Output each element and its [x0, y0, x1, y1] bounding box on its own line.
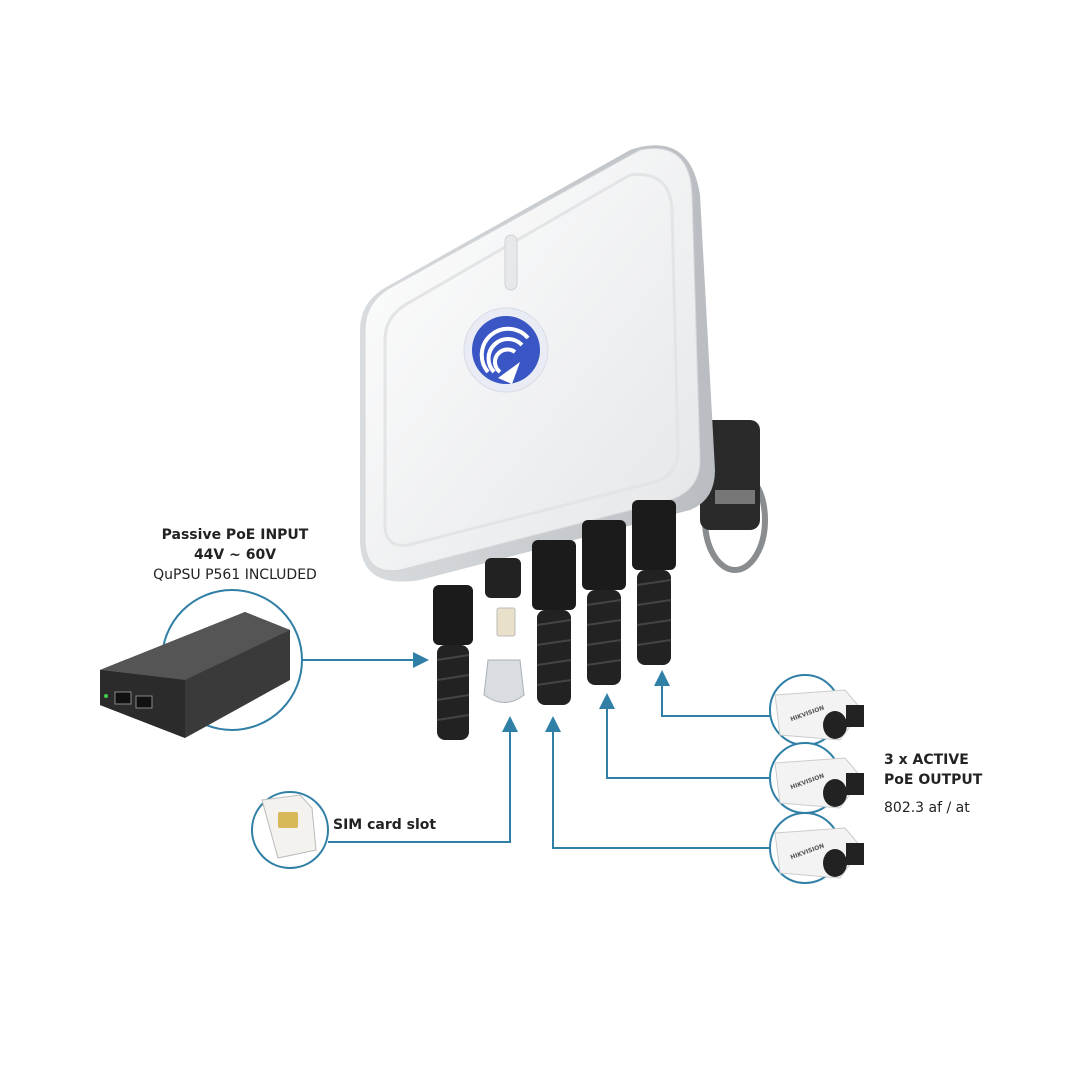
poe-input-voltage: 44V ~ 60V [193, 547, 277, 563]
connector-poe-output-3 [632, 500, 676, 665]
poe-output-line1: 3 x ACTIVE [884, 752, 969, 768]
router-device [360, 145, 715, 582]
line-sim [328, 716, 518, 843]
camera-1-image: HIKVISION [769, 674, 864, 746]
sim-slot-cap [483, 558, 525, 703]
poe-injector-image [100, 589, 303, 738]
sim-card-image [251, 791, 329, 869]
mount-bracket [700, 420, 768, 573]
camera-2-image: HIKVISION [769, 742, 864, 814]
line-camera-1 [654, 670, 770, 717]
line-camera-2 [599, 693, 770, 779]
camera-3-image: HIKVISION [769, 812, 864, 884]
brand-logo-icon [463, 307, 549, 393]
poe-output-standard: 802.3 af / at [884, 800, 970, 816]
connector-poe-output-1 [532, 540, 576, 705]
poe-input-included: QuPSU P561 INCLUDED [153, 567, 317, 583]
line-camera-3 [545, 716, 770, 849]
connector-poe-output-2 [582, 520, 626, 685]
sim-label: SIM card slot [333, 817, 437, 833]
poe-input-title: Passive PoE INPUT [161, 527, 309, 543]
poe-input-label: Passive PoE INPUT 44V ~ 60V QuPSU P561 I… [130, 525, 340, 585]
connector-poe-input [433, 585, 473, 740]
poe-output-line2: PoE OUTPUT [884, 772, 983, 788]
poe-output-label: 3 x ACTIVE PoE OUTPUT 802.3 af / at [884, 750, 982, 818]
callout-lines [302, 652, 770, 849]
